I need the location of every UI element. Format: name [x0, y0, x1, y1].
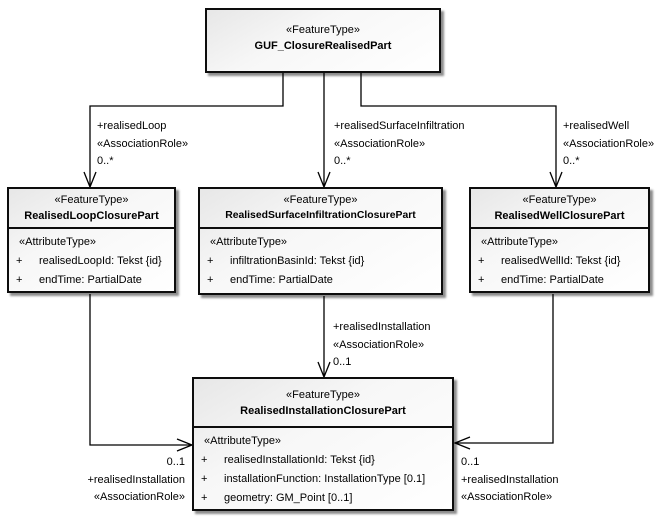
- attribute-row: + endTime: PartialDate: [200, 271, 441, 290]
- class-guf-closure-realised-part[interactable]: «FeatureType» GUF_ClosureRealisedPart: [205, 8, 441, 73]
- open-arrowhead-icon: [453, 436, 471, 450]
- class-realised-well-closure-part[interactable]: «FeatureType» RealisedWellClosurePart «A…: [469, 187, 650, 293]
- class-name: RealisedInstallationClosurePart: [240, 405, 406, 417]
- visibility-symbol: +: [201, 454, 208, 466]
- attribute-text: geometry: GM_Point [0..1]: [224, 492, 353, 504]
- multiplicity: 0..*: [97, 155, 114, 167]
- attribute-text: endTime: PartialDate: [501, 274, 604, 286]
- multiplicity: 0..*: [563, 155, 580, 167]
- attribute-text: realisedLoopId: Tekst {id}: [39, 255, 162, 267]
- class-name: RealisedSurfaceInfiltrationClosurePart: [225, 210, 416, 221]
- attribute-row: + geometry: GM_Point [0..1]: [194, 489, 452, 508]
- visibility-symbol: +: [16, 274, 23, 286]
- class-stereotype: «FeatureType»: [54, 194, 129, 206]
- connector-path[interactable]: [89, 294, 191, 446]
- attribute-compartment: «AttributeType» + realisedWellId: Tekst …: [471, 227, 648, 291]
- attribute-row: + endTime: PartialDate: [471, 271, 648, 290]
- attribute-row: + installationFunction: InstallationType…: [194, 470, 452, 489]
- multiplicity: 0..1: [461, 456, 480, 468]
- connector-path[interactable]: [89, 73, 284, 186]
- class-header: «FeatureType» RealisedLoopClosurePart: [9, 189, 174, 227]
- connector-label-realised-installation-right: 0..1 +realisedInstallation «AssociationR…: [461, 454, 559, 507]
- visibility-symbol: +: [201, 473, 208, 485]
- role-stereotype: «AssociationRole»: [563, 137, 655, 150]
- class-realised-loop-closure-part[interactable]: «FeatureType» RealisedLoopClosurePart «A…: [7, 187, 176, 293]
- class-header: «FeatureType» RealisedWellClosurePart: [471, 189, 648, 227]
- role-stereotype: «AssociationRole»: [334, 137, 426, 150]
- attribute-stereotype: «AttributeType»: [204, 435, 282, 447]
- multiplicity: 0..*: [334, 155, 351, 167]
- visibility-symbol: +: [201, 492, 208, 504]
- attribute-compartment: «AttributeType» + infiltrationBasinId: T…: [200, 227, 441, 293]
- connector-realised-installation-mid[interactable]: [317, 296, 331, 379]
- class-stereotype: «FeatureType»: [522, 194, 597, 206]
- attribute-row: + realisedWellId: Tekst {id}: [471, 252, 648, 271]
- role-name: +realisedLoop: [97, 120, 167, 132]
- attribute-text: realisedInstallationId: Tekst {id}: [224, 454, 375, 466]
- attribute-text: installationFunction: InstallationType […: [224, 473, 426, 485]
- attribute-stereotype: «AttributeType»: [210, 236, 288, 248]
- attribute-compartment: «AttributeType» + realisedInstallationId…: [194, 426, 452, 509]
- connector-realised-installation-right[interactable]: [453, 294, 554, 450]
- role-name: +realisedInstallation: [87, 473, 185, 486]
- class-name: RealisedLoopClosurePart: [24, 210, 159, 222]
- attribute-stereotype: «AttributeType»: [481, 236, 559, 248]
- attribute-text: realisedWellId: Tekst {id}: [501, 255, 621, 267]
- connector-realised-surface-infiltration[interactable]: [317, 73, 331, 189]
- attribute-row: + realisedInstallationId: Tekst {id}: [194, 451, 452, 470]
- role-name: +realisedInstallation: [333, 321, 431, 333]
- role-stereotype: «AssociationRole»: [97, 137, 189, 150]
- visibility-symbol: +: [478, 255, 485, 267]
- class-name: RealisedWellClosurePart: [494, 210, 625, 222]
- multiplicity: 0..1: [166, 456, 185, 468]
- role-name: +realisedInstallation: [461, 473, 559, 486]
- class-realised-installation-closure-part[interactable]: «FeatureType» RealisedInstallationClosur…: [192, 377, 454, 511]
- connector-label-realised-well: +realisedWell «AssociationRole» 0..*: [563, 118, 654, 171]
- connector-label-realised-surface-infiltration: +realisedSurfaceInfiltration «Associatio…: [334, 118, 465, 171]
- attribute-row: + realisedLoopId: Tekst {id}: [9, 252, 174, 271]
- multiplicity: 0..1: [333, 356, 352, 368]
- connector-path[interactable]: [456, 294, 554, 444]
- role-stereotype: «AssociationRole»: [333, 338, 425, 351]
- role-stereotype: «AssociationRole»: [461, 491, 553, 503]
- role-name: +realisedSurfaceInfiltration: [334, 120, 465, 132]
- attribute-text: endTime: PartialDate: [230, 274, 333, 286]
- connector-label-realised-installation-left: 0..1 +realisedInstallation «AssociationR…: [55, 454, 185, 507]
- attribute-text: endTime: PartialDate: [39, 274, 142, 286]
- connector-path[interactable]: [360, 73, 557, 186]
- attribute-row: + infiltrationBasinId: Tekst {id}: [200, 252, 441, 271]
- role-name: +realisedWell: [563, 120, 630, 132]
- connector-realised-installation-left[interactable]: [89, 294, 194, 452]
- attribute-compartment: «AttributeType» + realisedLoopId: Tekst …: [9, 227, 174, 291]
- attribute-text: infiltrationBasinId: Tekst {id}: [230, 255, 365, 267]
- class-header: «FeatureType» GUF_ClosureRealisedPart: [207, 10, 439, 54]
- visibility-symbol: +: [207, 274, 214, 286]
- connector-label-realised-installation-mid: +realisedInstallation «AssociationRole» …: [333, 319, 431, 372]
- class-name: GUF_ClosureRealisedPart: [254, 40, 392, 52]
- class-stereotype: «FeatureType»: [286, 389, 360, 401]
- class-stereotype: «FeatureType»: [283, 194, 358, 206]
- connector-label-realised-loop: +realisedLoop «AssociationRole» 0..*: [97, 118, 188, 171]
- visibility-symbol: +: [16, 255, 23, 267]
- class-header: «FeatureType» RealisedInstallationClosur…: [194, 379, 452, 426]
- attribute-stereotype: «AttributeType»: [19, 236, 97, 248]
- visibility-symbol: +: [478, 274, 485, 286]
- class-header: «FeatureType» RealisedSurfaceInfiltratio…: [200, 189, 441, 227]
- attribute-row: + endTime: PartialDate: [9, 271, 174, 290]
- role-stereotype: «AssociationRole»: [93, 491, 185, 503]
- class-stereotype: «FeatureType»: [286, 24, 360, 36]
- class-realised-surface-infiltration-closure-part[interactable]: «FeatureType» RealisedSurfaceInfiltratio…: [198, 187, 443, 295]
- visibility-symbol: +: [207, 255, 214, 267]
